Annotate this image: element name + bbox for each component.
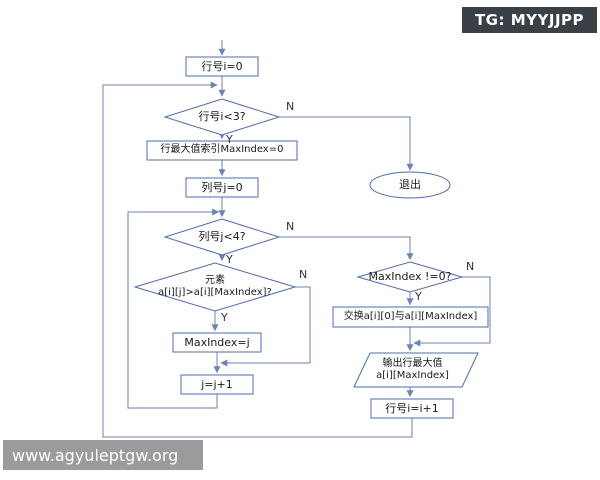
node-maxindex-cond bbox=[356, 261, 464, 293]
edge-elemcond-n-skip bbox=[220, 286, 311, 367]
node-col-cond bbox=[163, 218, 281, 256]
node-row-cond bbox=[163, 98, 281, 136]
node-exit bbox=[369, 171, 451, 199]
node-init-col bbox=[185, 177, 259, 198]
edge-inner-loop-j bbox=[127, 208, 220, 409]
node-elem-cond bbox=[133, 262, 297, 312]
edge-maxindexcond-n-skip bbox=[413, 276, 491, 347]
edge-outer-loop-i bbox=[102, 81, 413, 438]
node-inc-col bbox=[180, 374, 254, 395]
node-output bbox=[353, 352, 479, 388]
edge-rowcond-n-exit bbox=[279, 116, 414, 171]
node-set-maxindex bbox=[172, 332, 262, 353]
node-swap bbox=[332, 306, 489, 328]
edge-colcond-n-maxindexcond bbox=[279, 236, 414, 261]
node-inc-row bbox=[370, 398, 454, 419]
watermark-url: www.agyuleptgw.org bbox=[3, 440, 203, 470]
node-init-maxindex bbox=[146, 140, 298, 161]
node-init-row bbox=[185, 56, 259, 77]
tg-badge: TG: MYYJJPP bbox=[462, 7, 597, 33]
